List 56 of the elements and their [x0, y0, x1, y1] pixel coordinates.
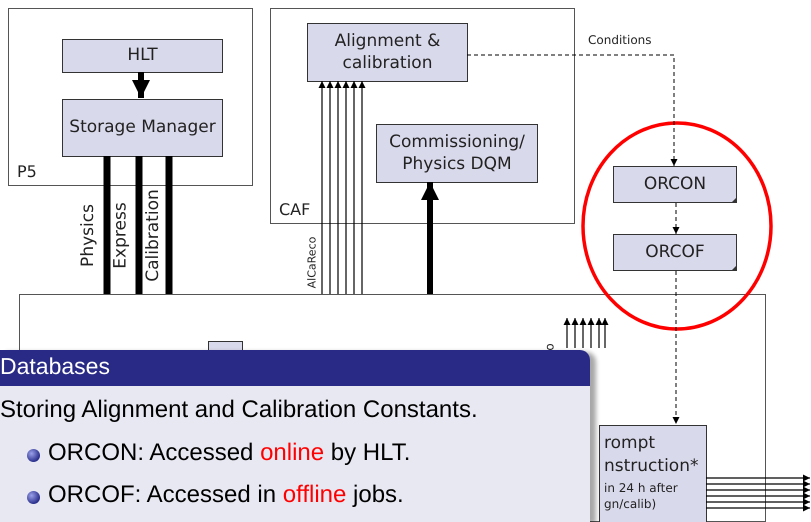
- box-label: Alignment & calibration: [334, 31, 442, 74]
- box-label: rompt nstruction*: [603, 432, 700, 478]
- arrow: [706, 504, 810, 512]
- group-frame: [270, 8, 575, 224]
- connector-line: [104, 156, 110, 294]
- arrow: [706, 474, 810, 482]
- edge-label: Physics: [79, 204, 96, 266]
- bullet-text: ORCON: Accessed online by HLT.: [48, 439, 410, 467]
- arrow: [706, 480, 810, 488]
- group-label: CAF: [279, 200, 310, 219]
- arrow: [596, 318, 602, 348]
- box-label: Storage Manager: [69, 117, 216, 139]
- process-box: [613, 234, 737, 271]
- arrow: [318, 81, 326, 294]
- group-frame: [8, 8, 253, 186]
- arrow: [572, 318, 578, 348]
- box-label: Commissioning/ Physics DQM: [388, 132, 526, 175]
- arrow: [132, 72, 150, 98]
- box-label: HLT: [127, 45, 158, 67]
- process-box: [376, 124, 538, 183]
- empty-box: [208, 341, 243, 351]
- process-box: [62, 99, 223, 157]
- arrow: [421, 182, 439, 294]
- arrow: [350, 81, 358, 294]
- arrow: [358, 81, 366, 294]
- group-label: P5: [17, 162, 37, 181]
- connector-line: [166, 156, 172, 294]
- arrow: [326, 81, 334, 294]
- process-box: [613, 166, 737, 203]
- arrow: [580, 318, 586, 348]
- arrow: [672, 202, 680, 234]
- arrow: [588, 318, 594, 348]
- callout-title: Databases: [0, 353, 110, 380]
- arrow: [334, 81, 342, 294]
- process-box: [62, 39, 223, 73]
- edge-label: Conditions: [588, 34, 652, 46]
- arrow: [706, 498, 810, 506]
- arrow: [672, 270, 680, 424]
- box-label: ORCON: [644, 174, 706, 196]
- arrow: [706, 492, 810, 500]
- arrow: [564, 318, 570, 348]
- arrow: [466, 54, 678, 166]
- edge-label: Express: [112, 202, 130, 268]
- arrow: [706, 486, 810, 494]
- process-box: [599, 425, 707, 522]
- edge-label: AlCaReco: [306, 236, 318, 288]
- box-label: ORCOF: [645, 242, 705, 264]
- box-label: in 24 h after gn/calib): [603, 480, 679, 512]
- rotated-label: o: [542, 343, 557, 351]
- edge-label: Calibration: [144, 188, 162, 282]
- callout-text: Storing Alignment and Calibration Constants.: [0, 396, 478, 424]
- bullet-text: ORCOF: Accessed in offline jobs.: [48, 481, 404, 509]
- process-box: [307, 23, 468, 82]
- arrow: [342, 81, 350, 294]
- arrow: [602, 318, 608, 348]
- connector-line: [136, 156, 142, 294]
